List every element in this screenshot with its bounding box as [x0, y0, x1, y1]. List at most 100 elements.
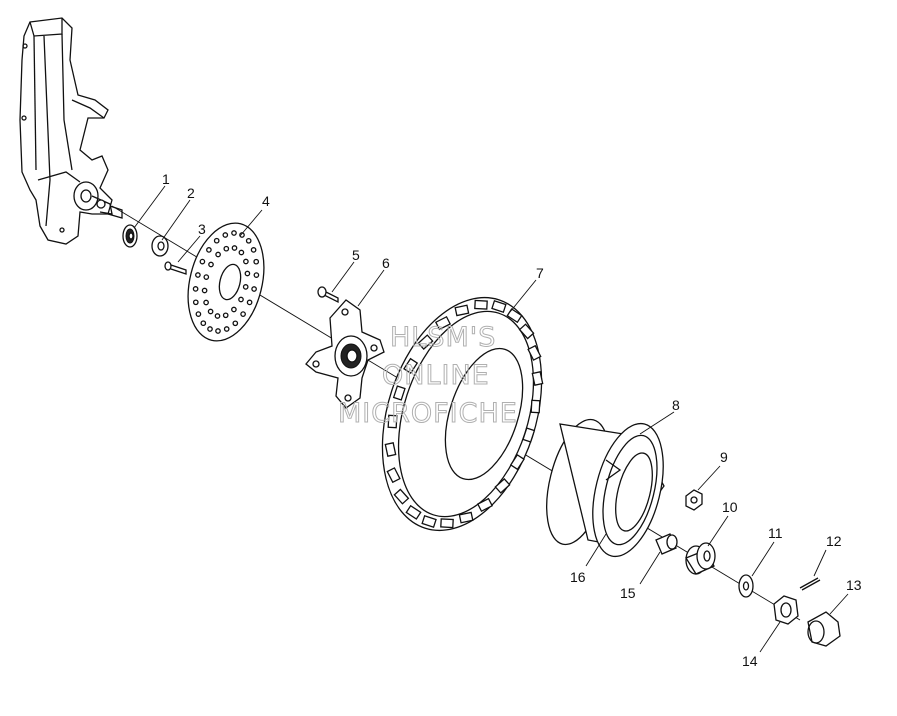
disc-hole: [239, 232, 245, 238]
part-1-seal: [122, 224, 138, 248]
callout-labels: 1 2 3 4 5 6 7 8 9 10 11 12 13 14 15 16: [162, 171, 862, 669]
disc-hole: [243, 258, 249, 265]
disc-hole: [201, 287, 208, 294]
disc-hole: [223, 245, 230, 252]
part-15-spacer: [655, 533, 678, 555]
disc-hole: [244, 270, 251, 277]
disc-hole: [253, 258, 260, 265]
callout-10: 10: [722, 499, 738, 515]
disc-hole: [203, 299, 209, 306]
callout-14: 14: [742, 653, 758, 669]
watermark: HLSM'S ONLINE MICROFICHE: [338, 322, 518, 430]
watermark-line-2: ONLINE: [382, 360, 490, 391]
disc-hole: [192, 299, 199, 306]
disc-hole: [213, 237, 220, 244]
tire-lug: [476, 497, 494, 513]
tire-lug: [386, 467, 401, 484]
tire-lug: [474, 299, 488, 310]
disc-hole: [223, 326, 230, 332]
tire-lug: [392, 385, 406, 401]
disc-hole: [215, 328, 221, 334]
disc-hole: [242, 284, 249, 290]
part-13-cap: [807, 611, 841, 647]
disc-hole: [200, 320, 207, 327]
callout-5: 5: [352, 247, 360, 263]
callout-8: 8: [672, 397, 680, 413]
disc-hole: [238, 249, 245, 256]
part-9-lug-nut: [685, 489, 703, 511]
tire-lug: [421, 515, 437, 528]
disc-hole: [214, 313, 221, 319]
tire-lug: [527, 344, 542, 361]
callout-15: 15: [620, 585, 636, 601]
tire-lug: [387, 414, 398, 429]
callout-9: 9: [720, 449, 728, 465]
part-7-tire: [381, 296, 544, 532]
disc-hole: [192, 286, 199, 292]
tire-lug: [530, 399, 541, 414]
tire-lug: [531, 371, 544, 386]
disc-hole: [231, 230, 237, 236]
callout-16: 16: [570, 569, 586, 585]
disc-hole: [231, 306, 237, 313]
disc-hole: [207, 326, 213, 332]
leader-lines: [133, 185, 849, 653]
disc-hole: [231, 245, 238, 251]
tire-lug: [405, 504, 422, 520]
tire-lug: [454, 304, 470, 317]
tire-lug: [384, 442, 397, 457]
part-2-bearing: [151, 235, 169, 257]
part-4-brake-disc: [187, 222, 265, 342]
disc-hole: [232, 320, 239, 327]
disc-hole: [222, 232, 229, 238]
tire-lug: [518, 323, 535, 340]
part-3-bolt: [164, 261, 187, 275]
disc-hole: [206, 247, 212, 253]
disc-hole: [207, 308, 214, 315]
disc-hole: [238, 296, 244, 303]
tire-lug: [440, 518, 454, 529]
part-8-wheel-rim: [546, 418, 665, 558]
disc-hole: [199, 258, 206, 265]
disc-hole: [246, 299, 253, 306]
watermark-line-3: MICROFICHE: [338, 398, 518, 429]
disc-hole: [215, 251, 221, 258]
callout-1: 1: [162, 171, 170, 187]
part-6-hub: [305, 299, 385, 409]
callout-12: 12: [826, 533, 842, 549]
callout-13: 13: [846, 577, 862, 593]
part-12-cotter-pin: [799, 577, 821, 591]
tire-lug: [494, 477, 511, 494]
tire-lug: [506, 308, 523, 324]
disc-hole: [195, 311, 202, 317]
callout-3: 3: [198, 221, 206, 237]
disc-hole: [195, 272, 201, 278]
tire-lug: [491, 300, 507, 313]
tire-lug: [522, 427, 536, 443]
disc-hole: [245, 237, 252, 244]
tire-lug: [509, 453, 525, 471]
callout-7: 7: [536, 265, 544, 281]
disc-hole: [251, 286, 257, 292]
steering-spindle: [19, 17, 123, 245]
disc-hole: [240, 311, 246, 317]
tire-lug: [393, 488, 410, 505]
tire-lug: [458, 511, 474, 524]
callout-11: 11: [768, 525, 783, 541]
disc-hole: [203, 274, 210, 280]
tire-lug: [417, 334, 434, 351]
disc-hole: [208, 261, 214, 268]
tire-lug: [434, 315, 452, 331]
tire-lug: [403, 357, 419, 375]
part-5-bolt: [317, 286, 339, 304]
callout-6: 6: [382, 255, 390, 271]
disc-hole: [250, 247, 257, 253]
callout-4: 4: [262, 193, 270, 209]
disc-hole: [253, 272, 260, 278]
part-10-washer: [685, 542, 716, 575]
callout-2: 2: [187, 185, 195, 201]
part-11-washer: [738, 574, 754, 598]
watermark-line-1: HLSM'S: [390, 322, 496, 353]
part-14-castle-nut: [773, 595, 799, 625]
